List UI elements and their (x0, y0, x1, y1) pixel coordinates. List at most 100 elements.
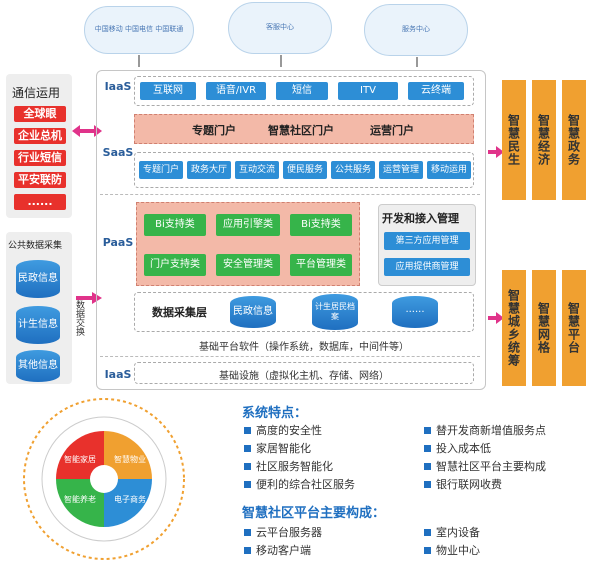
portal-1: 智慧社区门户 (268, 124, 334, 137)
saas-2: 互动交流 (235, 161, 279, 179)
double-arrow-left (78, 129, 96, 133)
paas-0: Bi支持类 (144, 214, 206, 236)
right-arrow-upper (488, 150, 498, 154)
wheel-outer-ring (23, 398, 185, 560)
main-frame (96, 70, 486, 390)
paas-4: 安全管理类 (216, 254, 280, 276)
features-title: 系统特点： (242, 406, 308, 421)
wheel-label-0: 智能家居 (64, 454, 96, 464)
data-layer-title: 数据采集层 (152, 306, 207, 319)
bullet-icon (244, 426, 251, 434)
arrow-head-right (94, 125, 102, 137)
data-layer (134, 292, 474, 332)
bullet-icon (244, 480, 251, 488)
wheel-quadrant-3 (104, 479, 152, 527)
composition-right-0-text: 室内设备 (436, 526, 480, 539)
exchange-label: 数据交换 (74, 300, 84, 336)
feature-left-1-text: 家居智能化 (256, 442, 311, 455)
right-arrow-lower (488, 316, 498, 320)
wheel-label-3: 电子商务 (114, 494, 146, 504)
feature-left-2: 社区服务智能化 (244, 458, 333, 474)
db-minzheng: 民政信息 (16, 260, 60, 298)
right-bar-1: 智慧经济 (532, 80, 556, 200)
composition-left-1: 移动客户端 (244, 542, 311, 558)
iaas-itv: ITV (338, 82, 398, 100)
service-wheel: 智能家居 智慧物业 智能养老 电子商务 (23, 398, 185, 560)
down-arrow-3 (416, 57, 418, 67)
infra-row (134, 362, 474, 384)
bullet-icon (424, 546, 431, 554)
wheel-label-1: 智慧物业 (114, 454, 146, 464)
iaas-voice: 语音/IVR (206, 82, 266, 100)
bullet-icon (424, 444, 431, 452)
composition-right-1: 物业中心 (424, 542, 480, 558)
db-other: 其他信息 (16, 350, 60, 382)
cloud-carriers-label: 中国移动 中国电信 中国联通 (94, 25, 184, 34)
cloud-service: 服务中心 (364, 4, 468, 56)
feature-right-2: 智慧社区平台主要构成 (424, 458, 546, 474)
comm-item-1: 企业总机 (14, 128, 66, 144)
iaas-internet: 互联网 (140, 82, 196, 100)
comm-item-2: 行业短信 (14, 150, 66, 166)
db-jisheng: 计生信息 (16, 306, 60, 344)
feature-right-2-text: 智慧社区平台主要构成 (436, 460, 546, 473)
right-arrow-upper-head (496, 146, 504, 158)
wheel-label-2: 智能养老 (64, 494, 96, 504)
wheel-quadrant-2 (56, 479, 104, 527)
cloud-customer-label: 客服中心 (266, 23, 294, 32)
wheel-quadrant-0 (56, 431, 104, 479)
right-bar-5: 智慧平台 (562, 270, 586, 386)
bullet-icon (424, 462, 431, 470)
dev-mgmt-0: 第三方应用管理 (384, 232, 470, 250)
feature-left-0: 高度的安全性 (244, 422, 322, 438)
wheel-quadrant-1 (104, 431, 152, 479)
right-bar-0: 智慧民生 (502, 80, 526, 200)
saas-row (134, 152, 474, 188)
bullet-icon (424, 426, 431, 434)
data-db-1: 计生居民档案 (312, 294, 358, 330)
base-software: 基础平台软件（操作系统，数据库，中间件等） (199, 342, 409, 353)
public-data-title: 公共数据采集 (8, 241, 63, 251)
exchange-arrow-head (92, 292, 102, 304)
iaas-sms: 短信 (276, 82, 328, 100)
layer-saas: SaaS (102, 146, 134, 159)
data-db-2: ...... (392, 296, 438, 328)
feature-right-0: 替开发商新增值服务点 (424, 422, 546, 438)
feature-right-3-text: 银行联网收费 (436, 478, 502, 491)
comm-title: 通信运用 (12, 86, 61, 100)
dev-mgmt-title: 开发和接入管理 (382, 212, 459, 225)
comm-item-3: 平安联防 (14, 172, 66, 188)
composition-left-0: 云平台服务器 (244, 524, 322, 540)
comm-item-0: 全球眼 (14, 106, 66, 122)
divider-saas-paas (100, 194, 480, 195)
layer-paas: PaaS (102, 236, 134, 249)
right-bar-2: 智慧政务 (562, 80, 586, 200)
feature-right-0-text: 替开发商新增值服务点 (436, 424, 546, 437)
saas-5: 运营管理 (379, 161, 423, 179)
feature-right-3: 银行联网收费 (424, 476, 502, 492)
exchange-arrow (76, 296, 94, 300)
bullet-icon (244, 462, 251, 470)
composition-right-0: 室内设备 (424, 524, 480, 540)
right-bar-4: 智慧网格 (532, 270, 556, 386)
cloud-customer: 客服中心 (228, 2, 332, 54)
feature-left-1: 家居智能化 (244, 440, 311, 456)
arrow-head-left (72, 125, 80, 137)
composition-left-1-text: 移动客户端 (256, 544, 311, 557)
down-arrow-2 (280, 55, 282, 67)
down-arrow-1 (138, 55, 140, 67)
cloud-carriers: 中国移动 中国电信 中国联通 (84, 6, 194, 54)
wheel-mid-ring (41, 416, 167, 542)
iaas-cloud-terminal: 云终端 (408, 82, 464, 100)
feature-right-1: 投入成本低 (424, 440, 491, 456)
composition-right-1-text: 物业中心 (436, 544, 480, 557)
composition-left-0-text: 云平台服务器 (256, 526, 322, 539)
comm-item-4: ...... (14, 194, 66, 210)
right-bar-3: 智慧城乡统筹 (502, 270, 526, 386)
portal-2: 运营门户 (370, 124, 414, 137)
portal-band (134, 114, 474, 144)
layer-iaas-bottom: IaaS (104, 368, 132, 381)
portal-0: 专题门户 (192, 124, 236, 137)
layer-iaas-top: IaaS (104, 80, 132, 93)
bullet-icon (424, 480, 431, 488)
